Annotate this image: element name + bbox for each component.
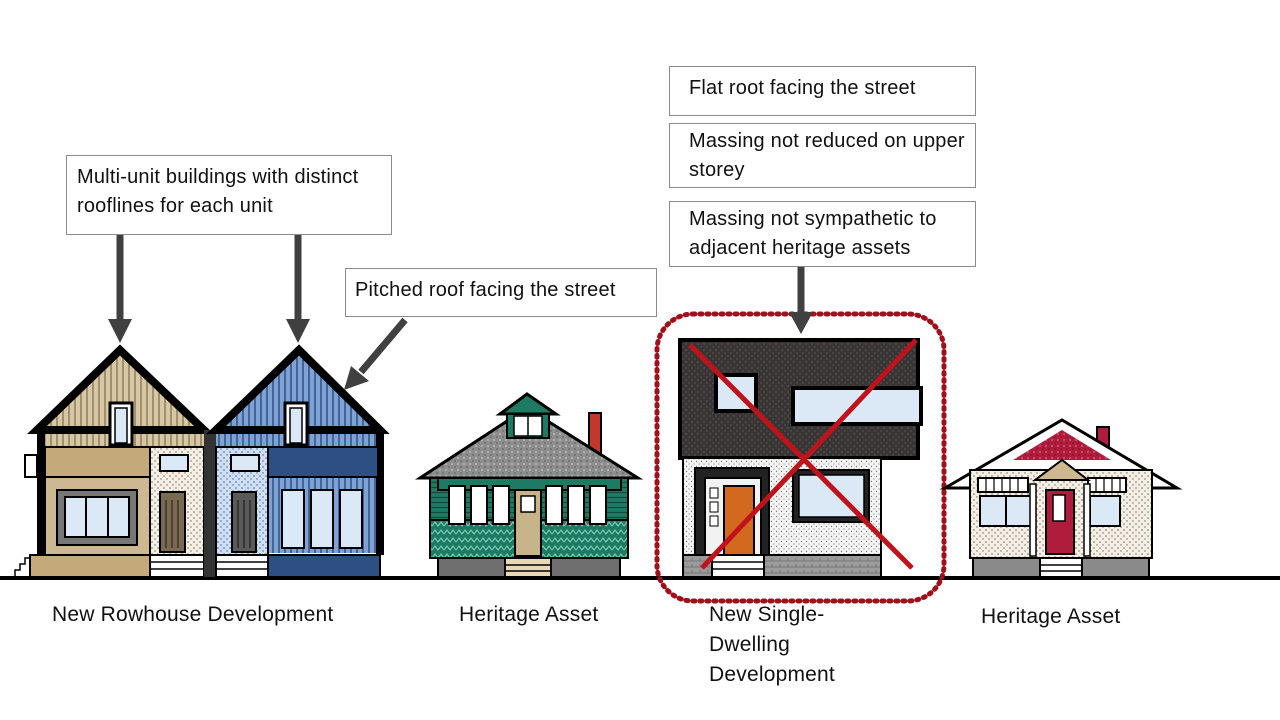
heritage-house-bungalow (939, 418, 1183, 578)
callout-massing-upper: Massing not reduced on upper storey (669, 123, 976, 188)
arrow-to-right-roof (286, 235, 310, 343)
label-heritage-asset-1: Heritage Asset (459, 603, 599, 626)
arrow-to-pitched-roof (344, 317, 408, 390)
label-heritage-asset-2: Heritage Asset (981, 605, 1121, 628)
callout-massing-sympathetic: Massing not sympathetic to adjacent heri… (669, 201, 976, 267)
callout-pitched-roof: Pitched roof facing the street (345, 268, 657, 317)
rowhouse-left-unit (14, 344, 214, 578)
callout-multi-unit: Multi-unit buildings with distinct roofl… (66, 155, 392, 235)
arrow-to-flat-roof (789, 267, 813, 334)
arrow-to-left-roof (108, 235, 132, 343)
label-single-dwelling: New Single-Dwelling Development (709, 603, 835, 686)
callout-flat-roof: Flat root facing the street (669, 66, 976, 116)
rowhouse-right-unit (204, 344, 390, 578)
heritage-house-green (414, 392, 644, 578)
new-single-dwelling-house (678, 338, 923, 578)
rejection-cross-icon (688, 338, 918, 570)
label-rowhouse: New Rowhouse Development (52, 603, 334, 626)
